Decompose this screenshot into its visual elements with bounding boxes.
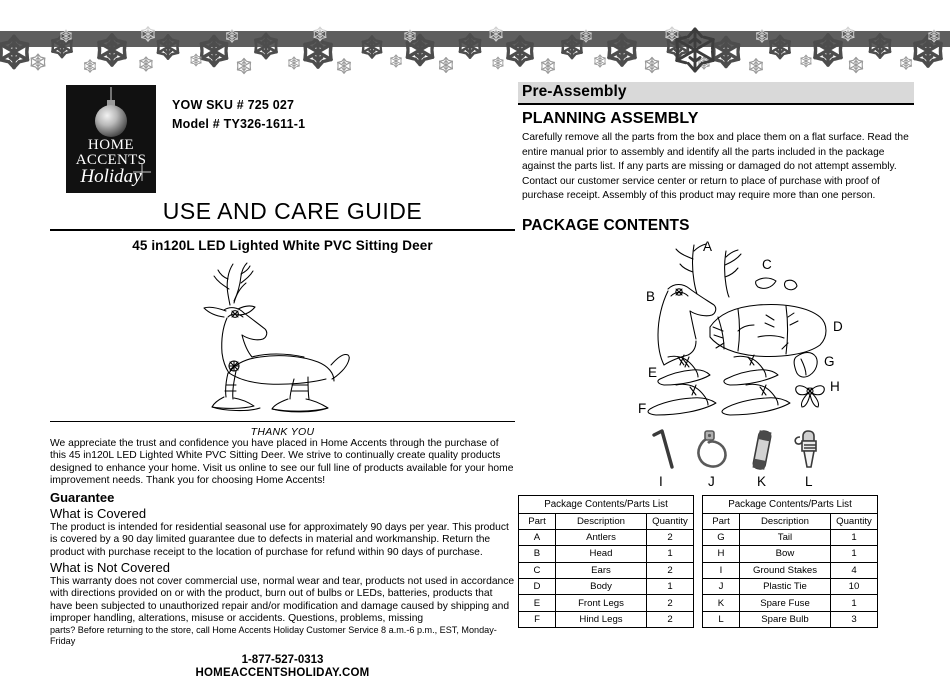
parts-table-left-title: Package Contents/Parts List: [518, 494, 694, 514]
sku-block: YOW SKU # 725 027 Model # TY326-1611-1: [172, 96, 305, 134]
thank-you-body: We appreciate the trust and confidence y…: [50, 438, 514, 486]
planning-assembly-body: Carefully remove all the parts from the …: [522, 132, 909, 201]
hardware-label-K: K: [757, 474, 766, 489]
what-is-covered-body: The product is intended for residential …: [50, 522, 509, 558]
plastic-tie-icon: [697, 429, 727, 468]
sku-number: YOW SKU # 725 027: [172, 98, 295, 112]
parts-tables-row: Package Contents/Parts List Part Descrip…: [518, 494, 914, 629]
brand-row: HOME ACCENTS Holiday YOW SKU # 725 027 M…: [50, 82, 515, 193]
ground-stake-icon: [652, 428, 674, 469]
logo-text-home: HOME: [88, 137, 134, 153]
parts-table-left: Package Contents/Parts List Part Descrip…: [518, 494, 694, 629]
website-url[interactable]: HOMEACCENTSHOLIDAY.COM: [195, 667, 370, 679]
customer-service-phone[interactable]: 1-877-527-0313: [241, 654, 324, 667]
what-is-not-covered-body: This warranty does not cover commercial …: [50, 576, 515, 624]
customer-service-line: parts? Before returning to the store, ca…: [50, 625, 497, 647]
parts-table-right-title: Package Contents/Parts List: [702, 494, 878, 514]
spare-bulb-icon: [794, 429, 817, 468]
logo-text-accents: ACCENTS: [76, 152, 146, 168]
guarantee-heading: Guarantee: [50, 490, 115, 506]
model-number: Model # TY326-1611-1: [172, 117, 306, 131]
planning-assembly-heading: PLANNING ASSEMBLY: [522, 110, 699, 127]
hardware-label-I: I: [659, 474, 663, 489]
package-contents-heading: PACKAGE CONTENTS: [522, 216, 690, 234]
part-label-B: B: [646, 289, 655, 304]
hardware-label-L: L: [805, 474, 813, 489]
part-label-E: E: [648, 365, 657, 380]
col-description: Description: [739, 512, 831, 530]
parts-table-right: Package Contents/Parts List Part Descrip…: [702, 494, 878, 629]
divider-above-thankyou: [50, 421, 515, 422]
home-accents-holiday-logo: HOME ACCENTS Holiday: [66, 85, 156, 193]
right-column: Pre-Assembly PLANNING ASSEMBLY Carefully…: [518, 82, 914, 629]
snowflake-header-banner: [0, 0, 950, 78]
sitting-deer-illustration: [50, 261, 515, 421]
col-part: Part: [518, 512, 556, 530]
product-name: 45 in120L LED Lighted White PVC Sitting …: [132, 238, 433, 253]
spare-fuse-icon: [752, 429, 772, 470]
thank-you-heading: THANK YOU: [250, 426, 315, 438]
divider-under-title: [50, 229, 515, 231]
page-title: USE AND CARE GUIDE: [162, 198, 423, 224]
logo-text-holiday: Holiday: [79, 166, 142, 187]
part-label-D: D: [833, 319, 843, 334]
exploded-parts-diagram: A B C D E F G H: [518, 239, 914, 429]
pre-assembly-banner: Pre-Assembly: [518, 82, 914, 105]
what-is-not-covered-heading: What is Not Covered: [50, 560, 170, 576]
part-label-A: A: [703, 239, 712, 254]
col-quantity: Quantity: [830, 512, 878, 530]
left-column: HOME ACCENTS Holiday YOW SKU # 725 027 M…: [50, 82, 515, 679]
part-label-C: C: [762, 257, 772, 272]
part-label-F: F: [638, 401, 646, 416]
col-quantity: Quantity: [646, 512, 694, 530]
part-label-G: G: [824, 354, 835, 369]
what-is-covered-heading: What is Covered: [50, 506, 147, 522]
hardware-label-J: J: [708, 474, 715, 489]
col-part: Part: [702, 512, 740, 530]
col-description: Description: [555, 512, 647, 530]
part-label-H: H: [830, 379, 840, 394]
pre-assembly-label: Pre-Assembly: [522, 83, 627, 100]
snowflake-decoration: [0, 26, 943, 75]
hardware-parts-row: I J K L: [518, 428, 914, 491]
